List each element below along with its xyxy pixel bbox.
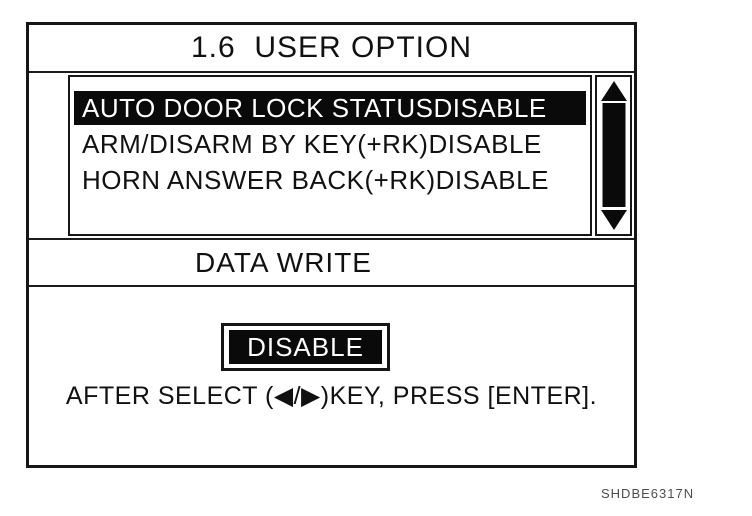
scroll-down-icon[interactable] — [600, 210, 627, 230]
scrollbar-thumb[interactable] — [602, 103, 625, 207]
instruction-text: AFTER SELECT (◀/▶)KEY, PRESS [ENTER]. — [65, 382, 598, 410]
option-list: AUTO DOOR LOCK STATUS DISABLE ARM/DISARM… — [68, 75, 592, 236]
option-value: DISABLE — [435, 164, 549, 195]
data-write-band: DATA WRITE — [29, 240, 634, 287]
option-row-horn-answer[interactable]: HORN ANSWER BACK(+RK) DISABLE — [74, 163, 586, 197]
scroll-up-icon[interactable] — [600, 81, 627, 101]
option-value: DISABLE — [433, 92, 547, 123]
value-selector-value: DISABLE — [229, 330, 382, 364]
selector-section: DISABLE AFTER SELECT (◀/▶)KEY, PRESS [EN… — [29, 287, 634, 465]
option-label: ARM/DISARM BY KEY(+RK) — [82, 128, 429, 159]
option-value: DISABLE — [428, 128, 542, 159]
option-label: HORN ANSWER BACK(+RK) — [82, 164, 436, 195]
option-row-auto-door-lock[interactable]: AUTO DOOR LOCK STATUS DISABLE — [74, 91, 586, 125]
scrollbar[interactable] — [595, 75, 632, 236]
data-write-label: DATA WRITE — [195, 246, 372, 278]
option-list-section: AUTO DOOR LOCK STATUS DISABLE ARM/DISARM… — [29, 73, 634, 240]
figure-code: SHDBE6317N — [601, 486, 695, 501]
title-bar: 1.6 USER OPTION — [29, 25, 634, 73]
option-label: AUTO DOOR LOCK STATUS — [82, 92, 434, 123]
option-row-arm-disarm[interactable]: ARM/DISARM BY KEY(+RK) DISABLE — [74, 127, 586, 161]
screen-frame: 1.6 USER OPTION AUTO DOOR LOCK STATUS DI… — [26, 22, 637, 468]
value-selector-button[interactable]: DISABLE — [221, 323, 390, 371]
page-title: 1.6 USER OPTION — [190, 31, 473, 64]
